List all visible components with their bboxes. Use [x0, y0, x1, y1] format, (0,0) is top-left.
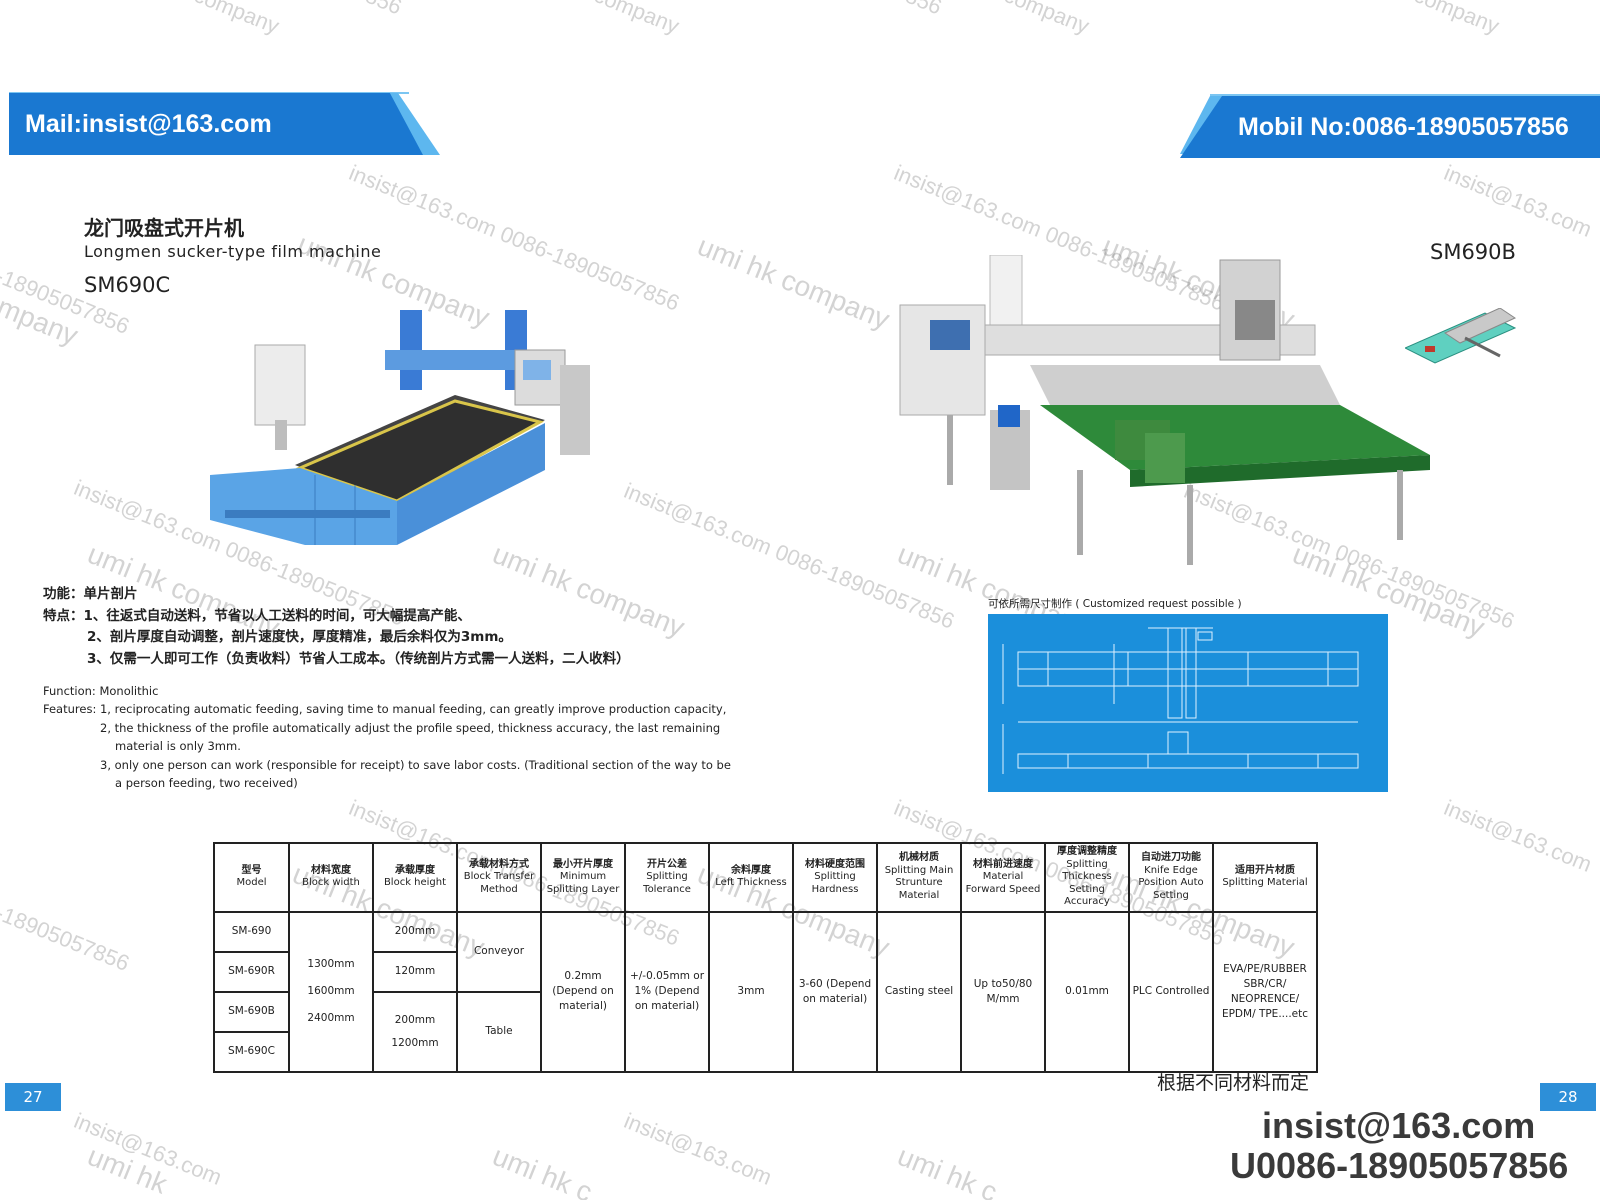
note-depends-on-material: 根据不同材料而定: [1157, 1072, 1310, 1094]
mobile-banner: Mobil No:0086-18905057856: [1180, 96, 1600, 158]
watermark: umi hk company: [693, 230, 895, 336]
model-label-left: SM690C: [84, 273, 171, 297]
splitting-diagram-thumbnail: [1405, 308, 1517, 364]
features-en: Function: Monolithic Features: 1, recipr…: [43, 682, 783, 792]
watermark: company: [1000, 0, 1093, 39]
feature-en-3: 3, only one person can work (responsible…: [100, 757, 731, 772]
block-height-cell: 200mm 1200mm: [372, 990, 458, 1073]
feature-en-2-cont: material is only 3mm.: [115, 739, 241, 754]
watermark: insist@163.com 0086-18905057856: [345, 160, 684, 316]
block-height-value: 200mm: [394, 1013, 436, 1026]
watermark: umi hk: [83, 1140, 172, 1200]
gantry-splitting-machine-photo: [210, 310, 590, 545]
block-height-cell: 200mm: [372, 910, 458, 953]
material-cell: EVA/PE/RUBBER SBR/CR/ NEOPRENCE/ EPDM/ T…: [1212, 910, 1318, 1073]
technical-drawing: [988, 614, 1388, 792]
table-row: SM-690B 200mm 1200mm Table: [213, 990, 1317, 1073]
speed-cell: Up to50/80 M/mm: [960, 910, 1046, 1073]
mail-text: Mail:insist@163.com: [25, 109, 272, 138]
mobile-text: Mobil No:0086-18905057856: [1238, 112, 1569, 141]
table-row: SM-690 1300mm 1600mm 2400mm 200mm Convey…: [213, 910, 1318, 1073]
watermark: insist@163.com: [1440, 160, 1596, 242]
watermark: ompany: [0, 285, 83, 352]
model-cell: SM-690B: [213, 990, 290, 1033]
footer-phone: U0086-18905057856: [1230, 1145, 1569, 1186]
function-cn: 功能：单片剖片: [43, 586, 138, 602]
watermark: umi hk c: [893, 1140, 1002, 1200]
watermark: umi hk c: [488, 1140, 597, 1200]
model-label-right: SM690B: [1430, 240, 1516, 264]
model-cell: SM-690R: [213, 950, 290, 993]
banner-rule: [1210, 94, 1600, 96]
table-row: SM-690C: [213, 1030, 1317, 1073]
table-row: SM-690R 120mm: [213, 950, 1317, 993]
transfer-cell: Conveyor: [456, 910, 542, 993]
block-width-cell: 1300mm 1600mm 2400mm: [288, 910, 374, 1073]
product-title-cn: 龙门吸盘式开片机: [84, 216, 244, 240]
watermark: company: [190, 0, 283, 39]
accuracy-cell: 0.01mm: [1044, 910, 1130, 1073]
product-title-en: Longmen sucker-type film machine: [84, 242, 382, 261]
function-en: Function: Monolithic: [43, 684, 159, 698]
watermark: company: [1410, 0, 1503, 39]
features-cn: 功能：单片剖片 特点：1、往返式自动送料，节省以人工送料的时间，可大幅提高产能、…: [43, 584, 630, 670]
watermark: 6-18905057856: [0, 895, 133, 976]
auto-setting-cell: PLC Controlled: [1128, 910, 1214, 1073]
watermark: 6-18905057856: [0, 258, 133, 339]
transfer-cell: Table: [456, 990, 542, 1073]
block-width-value: 1300mm: [307, 958, 355, 970]
conveyor-splitting-machine-photo: [899, 255, 1430, 565]
feature-cn-2: 2、剖片厚度自动调整，剖片速度快，厚度精准，最后余料仅为3mm。: [87, 629, 512, 645]
model-cell: SM-690C: [213, 1030, 290, 1073]
model-cell: SM-690: [213, 910, 290, 953]
feature-en-3-cont: a person feeding, two received): [115, 776, 298, 791]
block-height-value: 1200mm: [391, 1036, 439, 1049]
page-number-left: 27: [5, 1083, 61, 1111]
block-height-cell: 120mm: [372, 950, 458, 993]
watermark: insist@163.com: [620, 1108, 776, 1190]
watermark: 7856: [890, 0, 946, 20]
watermark: 7856: [350, 0, 406, 20]
tolerance-cell: +/-0.05mm or 1% (Depend on material): [624, 910, 710, 1073]
structure-cell: Casting steel: [876, 910, 962, 1073]
block-width-value: 2400mm: [307, 1012, 355, 1024]
watermark: insist@163.com: [70, 1108, 226, 1190]
watermark: company: [590, 0, 683, 39]
footer-email: insist@163.com: [1262, 1105, 1536, 1146]
feature-cn-1: 特点：1、往返式自动送料，节省以人工送料的时间，可大幅提高产能、: [43, 607, 471, 624]
watermark: insist@163.com: [1440, 795, 1596, 877]
min-layer-cell: 0.2mm (Depend on material): [540, 910, 626, 1073]
page-number-right: 28: [1540, 1083, 1596, 1111]
feature-cn-3: 3、仅需一人即可工作（负责收料）节省人工成本。（传统剖片方式需一人送料，二人收料…: [87, 650, 630, 667]
feature-en-1: Features: 1, reciprocating automatic fee…: [43, 702, 727, 717]
hardness-cell: 3-60 (Depend on material): [792, 910, 878, 1073]
left-thickness-cell: 3mm: [708, 910, 794, 1073]
block-width-value: 1600mm: [307, 985, 355, 997]
mail-banner: Mail:insist@163.com: [9, 93, 423, 155]
custom-request-label: 可依所需尺寸制作 ( Customized request possible ): [988, 598, 1242, 610]
feature-en-2: 2, the thickness of the profile automati…: [100, 720, 721, 735]
